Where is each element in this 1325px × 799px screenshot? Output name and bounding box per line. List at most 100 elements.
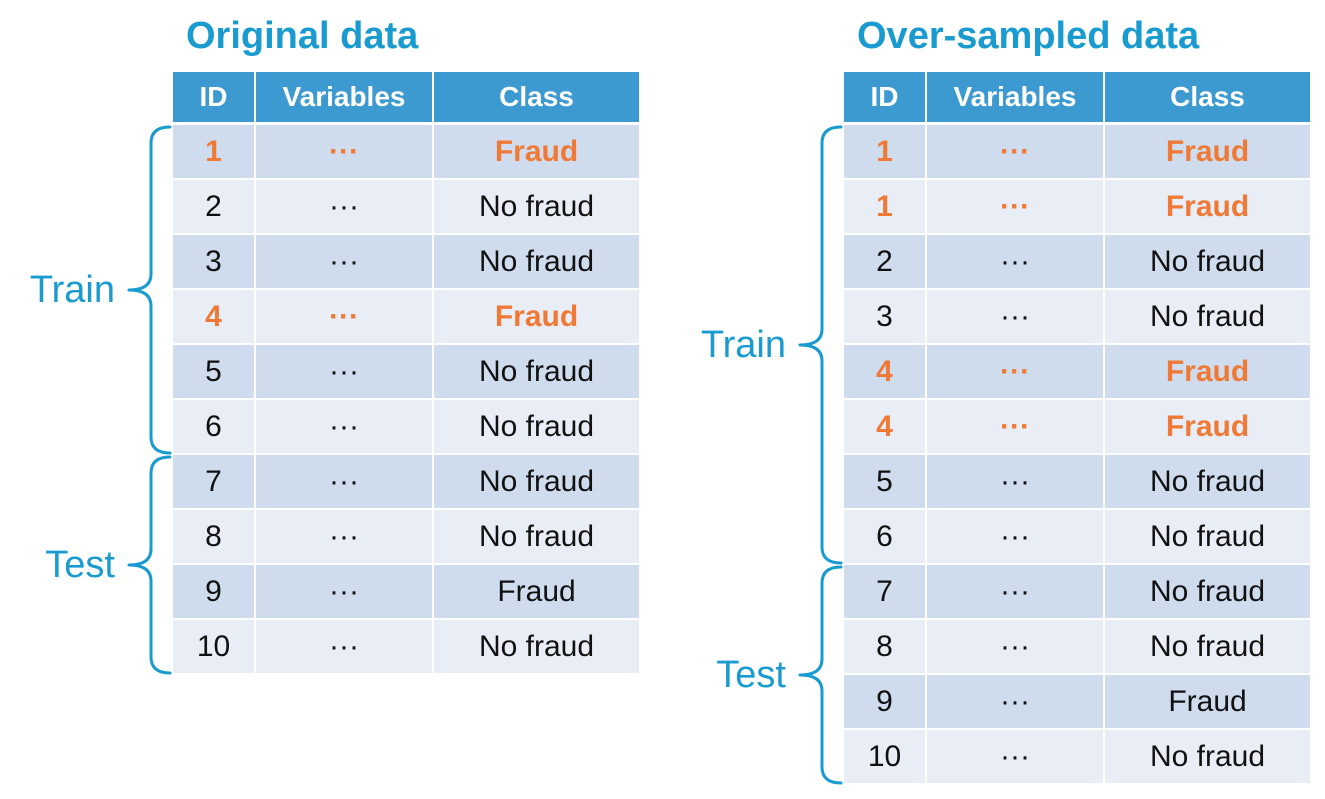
- cell-class: No fraud: [433, 234, 639, 290]
- table-row: 5···No fraud: [173, 344, 639, 400]
- cell-variables: ···: [926, 179, 1105, 235]
- cell-class: No fraud: [433, 509, 639, 565]
- original-test-brace: [127, 455, 172, 675]
- table-row: 4···Fraud: [844, 399, 1310, 455]
- cell-id: 10: [173, 619, 256, 675]
- cell-id: 3: [844, 289, 927, 345]
- cell-class: No fraud: [433, 619, 639, 675]
- header-class: Class: [1104, 72, 1310, 125]
- table-row: 9···Fraud: [844, 674, 1310, 730]
- cell-variables: ···: [926, 234, 1105, 290]
- cell-id: 8: [173, 509, 256, 565]
- table-row: 8···No fraud: [173, 509, 639, 565]
- cell-class: Fraud: [1104, 123, 1310, 180]
- oversampled-data-title: Over-sampled data: [857, 15, 1200, 57]
- table-row: 2···No fraud: [844, 234, 1310, 290]
- header-variables: Variables: [926, 72, 1105, 125]
- table-row: 10···No fraud: [844, 729, 1310, 785]
- table-row: 5···No fraud: [844, 454, 1310, 510]
- oversampled-test-label: Test: [716, 654, 786, 696]
- cell-variables: ···: [255, 564, 434, 620]
- cell-id: 8: [844, 619, 927, 675]
- cell-variables: ···: [926, 509, 1105, 565]
- cell-id: 5: [844, 454, 927, 510]
- cell-class: Fraud: [433, 564, 639, 620]
- table-row: 1···Fraud: [173, 123, 639, 180]
- table-row: 10···No fraud: [173, 619, 639, 675]
- cell-variables: ···: [255, 454, 434, 510]
- original-train-brace: [127, 125, 172, 455]
- cell-class: No fraud: [1104, 509, 1310, 565]
- cell-class: Fraud: [1104, 674, 1310, 730]
- cell-id: 2: [844, 234, 927, 290]
- cell-id: 4: [173, 289, 256, 345]
- cell-id: 1: [844, 123, 927, 180]
- cell-variables: ···: [255, 179, 434, 235]
- cell-id: 3: [173, 234, 256, 290]
- cell-variables: ···: [926, 454, 1105, 510]
- table-row: 9···Fraud: [173, 564, 639, 620]
- cell-id: 9: [844, 674, 927, 730]
- cell-id: 9: [173, 564, 256, 620]
- cell-variables: ···: [926, 289, 1105, 345]
- cell-id: 10: [844, 729, 927, 785]
- cell-variables: ···: [926, 123, 1105, 180]
- cell-class: No fraud: [1104, 729, 1310, 785]
- cell-id: 4: [844, 399, 927, 455]
- table-row: 8···No fraud: [844, 619, 1310, 675]
- oversampled-train-label: Train: [700, 324, 786, 366]
- cell-class: No fraud: [433, 454, 639, 510]
- cell-class: No fraud: [433, 399, 639, 455]
- cell-id: 6: [173, 399, 256, 455]
- oversampled-train-brace: [798, 125, 843, 565]
- cell-class: No fraud: [1104, 619, 1310, 675]
- cell-id: 7: [844, 564, 927, 620]
- table-row: 6···No fraud: [173, 399, 639, 455]
- table-row: 3···No fraud: [844, 289, 1310, 345]
- cell-id: 1: [173, 123, 256, 180]
- cell-variables: ···: [255, 289, 434, 345]
- table-row: 7···No fraud: [173, 454, 639, 510]
- cell-variables: ···: [255, 509, 434, 565]
- oversampled-test-brace: [798, 565, 843, 785]
- cell-variables: ···: [255, 123, 434, 180]
- cell-class: Fraud: [433, 123, 639, 180]
- header-id: ID: [173, 72, 256, 125]
- cell-variables: ···: [926, 399, 1105, 455]
- cell-id: 4: [844, 344, 927, 400]
- original-test-label: Test: [45, 544, 115, 586]
- cell-class: No fraud: [1104, 234, 1310, 290]
- cell-id: 2: [173, 179, 256, 235]
- table-row: 3···No fraud: [173, 234, 639, 290]
- cell-class: Fraud: [1104, 344, 1310, 400]
- cell-class: Fraud: [1104, 179, 1310, 235]
- table-row: 1···Fraud: [844, 179, 1310, 235]
- cell-class: No fraud: [1104, 289, 1310, 345]
- cell-variables: ···: [926, 674, 1105, 730]
- cell-class: No fraud: [1104, 564, 1310, 620]
- original-train-label: Train: [29, 269, 115, 311]
- table-row: 2···No fraud: [173, 179, 639, 235]
- cell-variables: ···: [255, 399, 434, 455]
- original-data-title: Original data: [186, 15, 419, 57]
- cell-id: 7: [173, 454, 256, 510]
- cell-variables: ···: [926, 619, 1105, 675]
- cell-variables: ···: [255, 344, 434, 400]
- cell-class: No fraud: [433, 179, 639, 235]
- header-class: Class: [433, 72, 639, 125]
- cell-id: 5: [173, 344, 256, 400]
- table-row: 4···Fraud: [844, 344, 1310, 400]
- cell-variables: ···: [926, 564, 1105, 620]
- cell-class: Fraud: [1104, 399, 1310, 455]
- table-row: 1···Fraud: [844, 123, 1310, 180]
- table-row: 4···Fraud: [173, 289, 639, 345]
- cell-class: No fraud: [433, 344, 639, 400]
- cell-variables: ···: [926, 344, 1105, 400]
- cell-id: 1: [844, 179, 927, 235]
- header-id: ID: [844, 72, 927, 125]
